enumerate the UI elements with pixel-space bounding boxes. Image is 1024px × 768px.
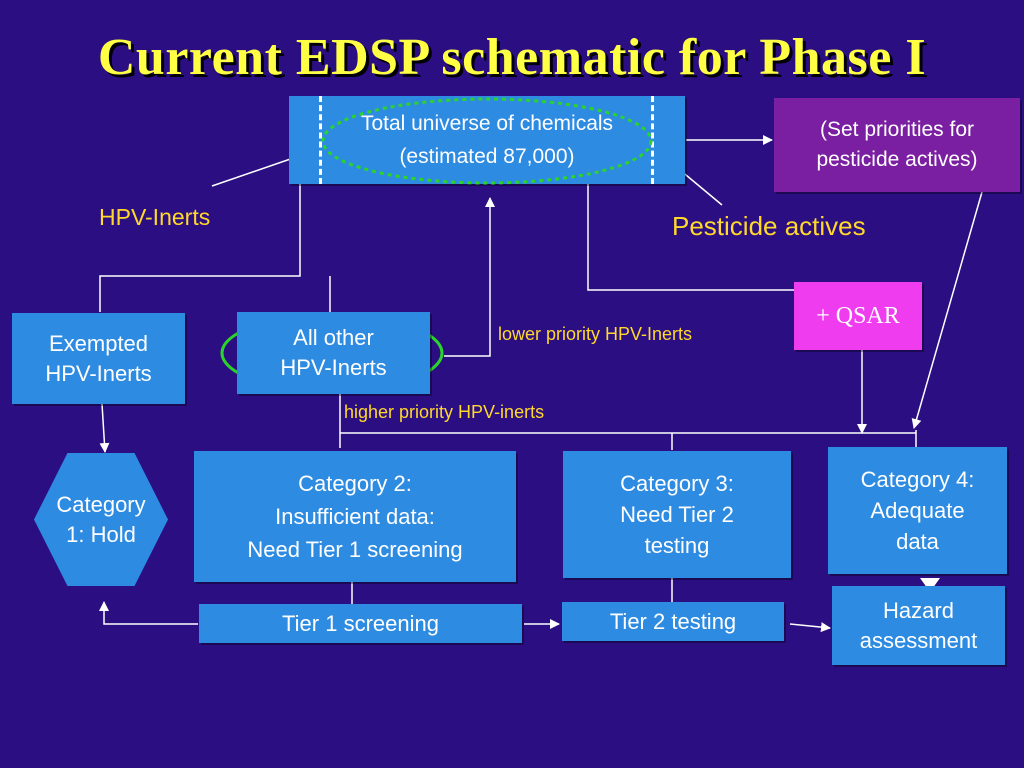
universe-to-qsar-line <box>587 184 794 291</box>
category1-line1: Category <box>56 491 146 517</box>
tier2-label: Tier 2 testing <box>609 608 737 634</box>
exempted-down-arrow <box>99 403 110 453</box>
set-priorities-diagonal-arrow <box>911 191 983 429</box>
all-other-box: All other HPV-Inerts <box>237 312 430 394</box>
universe-line2: (estimated 87,000) <box>399 145 575 168</box>
all-other-line1: All other <box>293 325 374 350</box>
exempted-line2: HPV-Inerts <box>45 360 152 386</box>
qsar-box: + QSAR <box>794 282 922 350</box>
lower-priority-label: lower priority HPV-Inerts <box>498 324 693 344</box>
category2-box: Category 2: Insufficient data: Need Tier… <box>194 451 516 582</box>
hazard-line2: assessment <box>859 627 978 653</box>
tier1-box: Tier 1 screening <box>199 604 522 643</box>
exempted-box: Exempted HPV-Inerts <box>12 313 185 404</box>
category2-line2: Insufficient data: <box>275 504 435 529</box>
tier1-label: Tier 1 screening <box>282 610 439 636</box>
category4-line2: Adequate <box>870 498 965 523</box>
category3-line2: Need Tier 2 <box>620 502 734 527</box>
universe-dashed-right <box>651 96 654 184</box>
qsar-label: + QSAR <box>816 303 900 329</box>
category4-to-hazard-arrowhead <box>920 578 940 592</box>
tier1-to-category1-arrow <box>99 601 198 625</box>
category3-line3: testing <box>644 533 710 558</box>
set-priorities-line1: (Set priorities for <box>819 118 975 141</box>
category4-line3: data <box>896 529 939 554</box>
category2-line3: Need Tier 1 screening <box>247 537 463 562</box>
hazard-box: Hazard assessment <box>832 586 1005 665</box>
category4-box: Category 4: Adequate data <box>828 447 1007 574</box>
exempted-line1: Exempted <box>48 330 149 356</box>
hpv-inerts-arrow <box>211 153 303 187</box>
set-priorities-line2: pesticide actives) <box>816 148 978 171</box>
hpv-inerts-label: HPV-Inerts <box>99 204 211 230</box>
pesticide-actives-label: Pesticide actives <box>672 211 866 241</box>
category2-line1: Category 2: <box>298 471 412 496</box>
higher-priority-label: higher priority HPV-inerts <box>344 402 545 422</box>
universe-dashed-left <box>319 96 322 184</box>
all-other-line2: HPV-Inerts <box>280 355 387 380</box>
tier2-box: Tier 2 testing <box>562 602 784 641</box>
category3-line1: Category 3: <box>620 471 734 496</box>
lower-priority-arrow <box>444 197 495 357</box>
set-priorities-box: (Set priorities for pesticide actives) <box>774 98 1020 192</box>
tier2-to-hazard-arrow <box>789 622 831 633</box>
universe-box: Total universe of chemicals (estimated 8… <box>289 96 685 184</box>
category4-line1: Category 4: <box>860 467 975 492</box>
universe-highlight-ellipse <box>321 97 653 185</box>
universe-line1: Total universe of chemicals <box>360 112 614 135</box>
category1-line2: 1: Hold <box>66 521 136 547</box>
universe-branch-line <box>99 184 301 312</box>
slide-title: Current EDSP schematic for Phase I <box>97 29 927 86</box>
category3-box: Category 3: Need Tier 2 testing <box>563 451 791 578</box>
hazard-line1: Hazard <box>883 597 954 623</box>
